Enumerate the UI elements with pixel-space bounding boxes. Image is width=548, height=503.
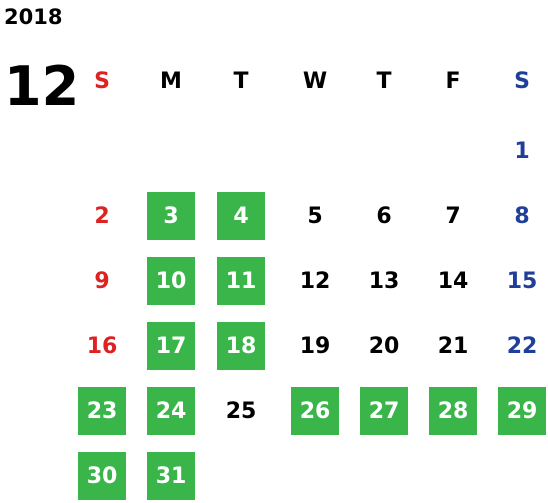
weekday-header-tue: T xyxy=(233,68,249,94)
calendar-day-28[interactable]: 28 xyxy=(429,387,477,435)
calendar-day-12[interactable]: 12 xyxy=(299,268,331,294)
calendar-day-10[interactable]: 10 xyxy=(147,257,195,305)
calendar-day-21[interactable]: 21 xyxy=(437,333,469,359)
calendar-day-23[interactable]: 23 xyxy=(78,387,126,435)
calendar-day-18[interactable]: 18 xyxy=(217,322,265,370)
calendar-day-25[interactable]: 25 xyxy=(225,398,257,424)
weekday-header-fri: F xyxy=(445,68,461,94)
calendar-day-7[interactable]: 7 xyxy=(445,203,461,229)
calendar-day-5[interactable]: 5 xyxy=(307,203,323,229)
calendar-day-13[interactable]: 13 xyxy=(368,268,400,294)
calendar-day-8[interactable]: 8 xyxy=(514,203,530,229)
calendar-day-6[interactable]: 6 xyxy=(376,203,392,229)
calendar-day-26[interactable]: 26 xyxy=(291,387,339,435)
calendar-day-9[interactable]: 9 xyxy=(94,268,110,294)
calendar-day-20[interactable]: 20 xyxy=(368,333,400,359)
calendar-day-16[interactable]: 16 xyxy=(86,333,118,359)
weekday-header-thu: T xyxy=(376,68,392,94)
calendar-day-27[interactable]: 27 xyxy=(360,387,408,435)
weekday-header-wed: W xyxy=(302,68,328,94)
calendar-day-31[interactable]: 31 xyxy=(147,452,195,500)
calendar-day-24[interactable]: 24 xyxy=(147,387,195,435)
calendar-day-15[interactable]: 15 xyxy=(506,268,538,294)
calendar-day-3[interactable]: 3 xyxy=(147,192,195,240)
calendar-day-4[interactable]: 4 xyxy=(217,192,265,240)
calendar-day-17[interactable]: 17 xyxy=(147,322,195,370)
calendar-day-2[interactable]: 2 xyxy=(94,203,110,229)
weekday-header-sun: S xyxy=(94,68,110,94)
calendar-day-30[interactable]: 30 xyxy=(78,452,126,500)
weekday-header-sat: S xyxy=(514,68,530,94)
calendar-day-19[interactable]: 19 xyxy=(299,333,331,359)
calendar-month: 12 xyxy=(4,55,80,118)
calendar-day-1[interactable]: 1 xyxy=(514,138,530,164)
weekday-header-mon: M xyxy=(160,68,182,94)
calendar-day-11[interactable]: 11 xyxy=(217,257,265,305)
calendar-year: 2018 xyxy=(4,5,63,29)
calendar-day-22[interactable]: 22 xyxy=(506,333,538,359)
calendar-day-29[interactable]: 29 xyxy=(498,387,546,435)
calendar-day-14[interactable]: 14 xyxy=(437,268,469,294)
